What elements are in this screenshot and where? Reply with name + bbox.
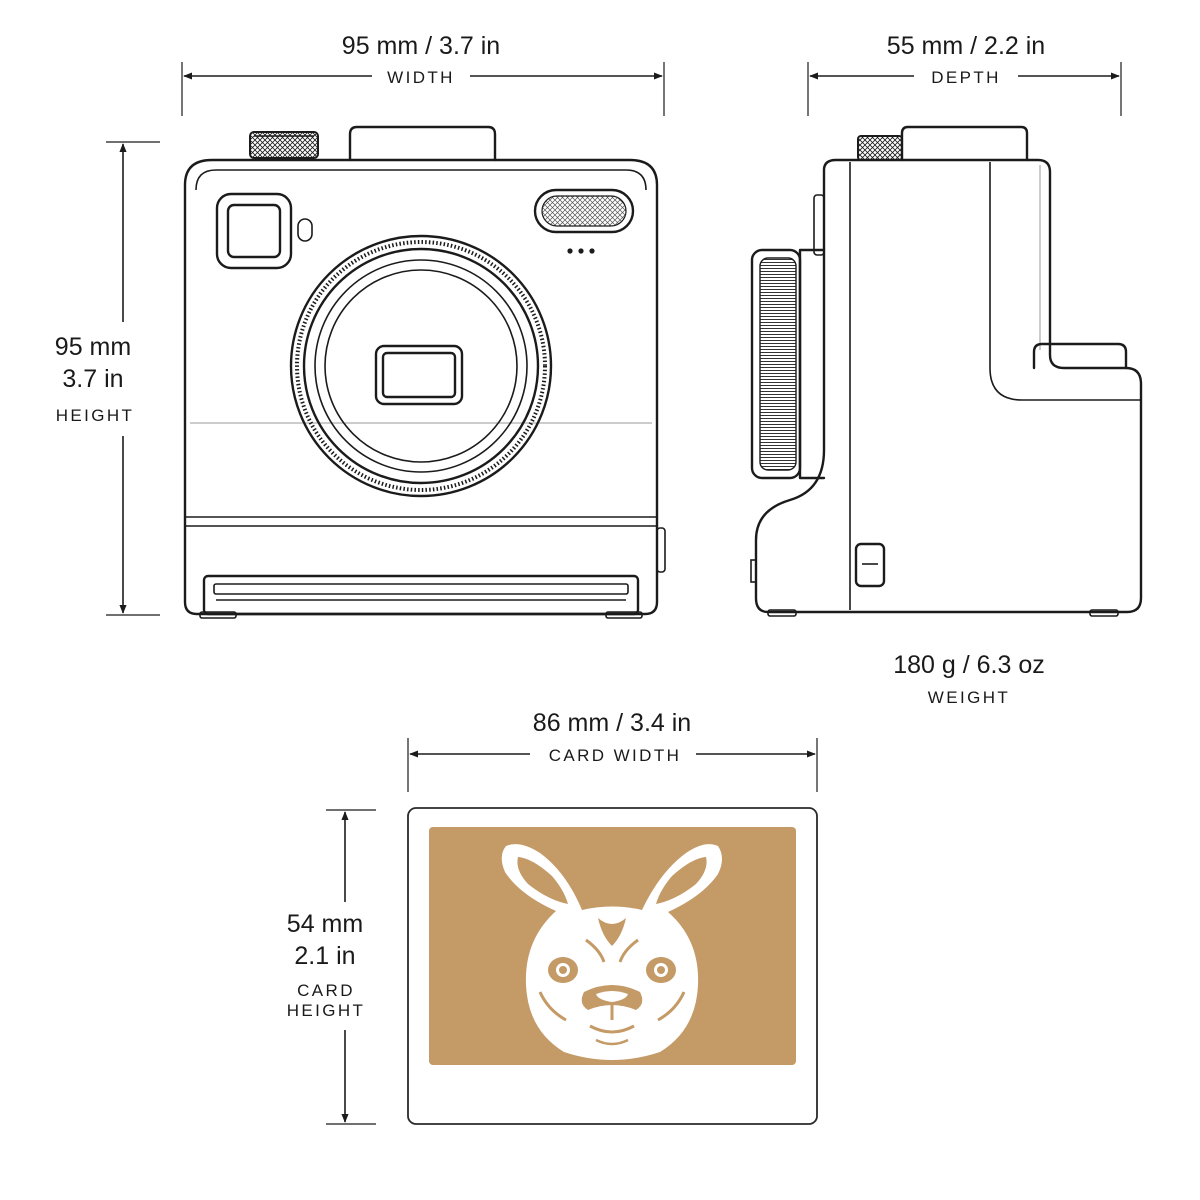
width-label: WIDTH	[387, 68, 455, 87]
instant-camera-side-icon	[750, 125, 1143, 617]
card-height-label-1: CARD	[297, 981, 355, 1000]
instant-camera-front-icon	[183, 125, 666, 619]
french-bulldog-face-icon	[501, 844, 722, 1060]
card-width-dimension: 86 mm / 3.4 in CARD WIDTH	[407, 709, 818, 792]
height-label: HEIGHT	[56, 406, 135, 425]
weight-spec: 180 g / 6.3 oz WEIGHT	[893, 651, 1045, 707]
card-width-value: 86 mm / 3.4 in	[533, 709, 691, 737]
height-value-mm: 95 mm	[55, 333, 131, 361]
height-dimension: 95 mm 3.7 in HEIGHT	[55, 141, 160, 616]
weight-label: WEIGHT	[928, 688, 1010, 707]
card-height-value-in: 2.1 in	[294, 942, 355, 970]
photo-card	[407, 807, 818, 1125]
card-height-dimension: 54 mm 2.1 in CARD HEIGHT	[287, 809, 376, 1125]
depth-value: 55 mm / 2.2 in	[887, 32, 1045, 60]
width-value: 95 mm / 3.7 in	[342, 32, 500, 60]
width-dimension: 95 mm / 3.7 in WIDTH	[181, 32, 665, 116]
depth-label: DEPTH	[931, 68, 1001, 87]
weight-value: 180 g / 6.3 oz	[893, 651, 1045, 679]
depth-dimension: 55 mm / 2.2 in DEPTH	[807, 32, 1122, 116]
card-width-label: CARD WIDTH	[549, 746, 682, 765]
card-height-value-mm: 54 mm	[287, 910, 363, 938]
card-height-label-2: HEIGHT	[287, 1001, 366, 1020]
height-value-in: 3.7 in	[62, 365, 123, 393]
